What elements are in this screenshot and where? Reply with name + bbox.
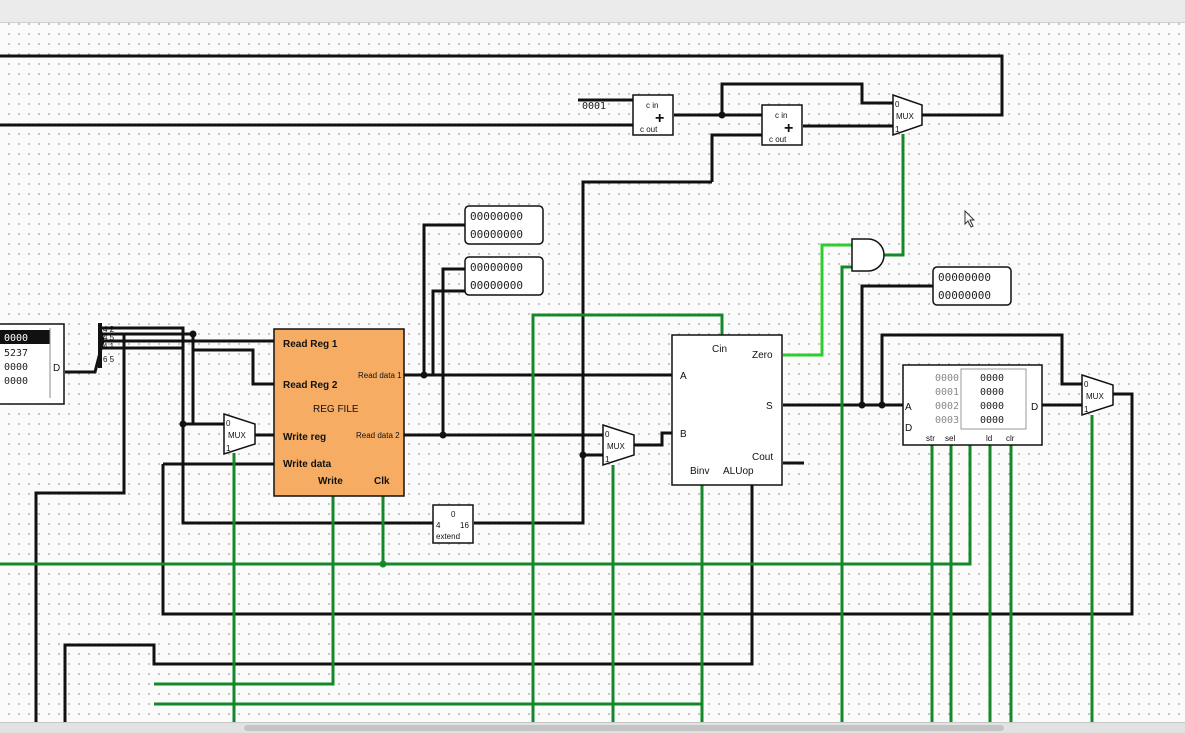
- svg-text:0: 0: [605, 430, 610, 439]
- svg-text:Binv: Binv: [690, 466, 709, 477]
- svg-text:Write reg: Write reg: [283, 432, 326, 443]
- svg-text:Write data: Write data: [283, 459, 332, 470]
- svg-text:ALUop: ALUop: [723, 466, 754, 477]
- svg-text:0001: 0001: [935, 387, 959, 398]
- svg-text:MUX: MUX: [1086, 392, 1104, 401]
- svg-text:sel: sel: [945, 434, 955, 443]
- svg-text:0002: 0002: [935, 401, 959, 412]
- svg-text:0000: 0000: [4, 333, 28, 344]
- svg-text:S: S: [766, 401, 773, 412]
- svg-text:D: D: [53, 363, 60, 374]
- svg-text:D: D: [1031, 402, 1038, 413]
- svg-text:A: A: [680, 371, 687, 382]
- svg-text:A: A: [905, 402, 912, 413]
- svg-text:c out: c out: [769, 135, 787, 144]
- sign-extend[interactable]: 0 4 16 extend: [432, 504, 474, 544]
- signal-wires: [0, 134, 1094, 723]
- horizontal-scrollbar[interactable]: [0, 722, 1185, 733]
- junction-dots: [179, 111, 886, 568]
- svg-text:1: 1: [605, 455, 610, 464]
- svg-text:0003: 0003: [935, 415, 959, 426]
- svg-text:00000000: 00000000: [470, 210, 523, 223]
- svg-text:0: 0: [1084, 380, 1089, 389]
- mux-alu-b[interactable]: 0 1 MUX: [602, 423, 635, 467]
- svg-text:Read Reg 2: Read Reg 2: [283, 380, 338, 391]
- probe-alu-result: 00000000 00000000: [932, 266, 1012, 306]
- svg-text:Read Reg 1: Read Reg 1: [283, 339, 338, 350]
- svg-text:B: B: [680, 429, 687, 440]
- svg-text:Read data 1: Read data 1: [358, 371, 402, 380]
- svg-text:extend: extend: [436, 532, 460, 541]
- svg-text:0000: 0000: [4, 362, 28, 373]
- svg-text:Cin: Cin: [712, 344, 727, 355]
- svg-text:Clk: Clk: [374, 476, 390, 487]
- svg-text:Write: Write: [318, 476, 343, 487]
- svg-text:0000: 0000: [980, 415, 1004, 426]
- svg-text:Cout: Cout: [752, 452, 773, 463]
- svg-text:0000: 0000: [935, 373, 959, 384]
- svg-text:MUX: MUX: [607, 442, 625, 451]
- svg-text:4 1: 4 1: [103, 342, 115, 351]
- svg-text:REG FILE: REG FILE: [313, 404, 359, 415]
- svg-text:5237: 5237: [4, 348, 28, 359]
- svg-text:ld: ld: [986, 434, 992, 443]
- svg-text:Zero: Zero: [752, 350, 773, 361]
- circuit-diagram[interactable]: 0001 c in c out + c in c out + 0 1 MUX 0…: [0, 23, 1185, 723]
- mux-pc-select[interactable]: 0 1 MUX: [892, 93, 923, 137]
- svg-text:MUX: MUX: [228, 431, 246, 440]
- instruction-memory[interactable]: 0000 5237 0000 0000 D: [0, 323, 65, 405]
- svg-text:00000000: 00000000: [470, 279, 523, 292]
- svg-text:4 2: 4 2: [103, 325, 115, 334]
- svg-text:Read data 2: Read data 2: [356, 431, 400, 440]
- mouse-cursor-icon: [964, 209, 976, 228]
- svg-text:clr: clr: [1006, 434, 1015, 443]
- register-file[interactable]: Read Reg 1 Read Reg 2 REG FILE Write reg…: [273, 328, 405, 497]
- svg-text:+: +: [655, 110, 664, 127]
- svg-text:D: D: [905, 423, 912, 434]
- svg-text:00000000: 00000000: [470, 228, 523, 241]
- svg-text:0000: 0000: [980, 373, 1004, 384]
- svg-text:c out: c out: [640, 125, 658, 134]
- instruction-splitter: 4 2 4 5 4 1 6 5: [98, 323, 115, 368]
- svg-text:0000: 0000: [980, 387, 1004, 398]
- scrollbar-thumb[interactable]: [244, 725, 1004, 731]
- svg-text:00000000: 00000000: [938, 271, 991, 284]
- alu[interactable]: Cin A B Zero S Cout Binv ALUop: [671, 334, 783, 486]
- svg-text:6 5: 6 5: [103, 355, 115, 364]
- probe-read-data-1: 00000000 00000000: [464, 205, 544, 245]
- svg-text:0000: 0000: [4, 376, 28, 387]
- probe-read-data-2: 00000000 00000000: [464, 256, 544, 296]
- svg-text:1: 1: [1084, 405, 1089, 414]
- constant-0001[interactable]: 0001: [582, 101, 606, 112]
- toolbar-strip: [0, 0, 1185, 23]
- adder-branch-target[interactable]: c in c out +: [761, 104, 803, 146]
- svg-text:0001: 0001: [582, 101, 606, 112]
- svg-text:MUX: MUX: [896, 112, 914, 121]
- svg-text:0: 0: [895, 100, 900, 109]
- svg-text:1: 1: [895, 125, 900, 134]
- svg-text:0: 0: [451, 510, 456, 519]
- svg-text:1: 1: [226, 444, 231, 453]
- circuit-canvas[interactable]: 0001 c in c out + c in c out + 0 1 MUX 0…: [0, 23, 1185, 732]
- svg-text:4: 4: [436, 521, 441, 530]
- mux-write-reg[interactable]: 0 1 MUX: [223, 412, 256, 456]
- svg-text:00000000: 00000000: [938, 289, 991, 302]
- and-gate-branch[interactable]: [851, 238, 885, 272]
- svg-text:0: 0: [226, 419, 231, 428]
- svg-text:str: str: [926, 434, 935, 443]
- svg-text:16: 16: [460, 521, 469, 530]
- svg-text:c in: c in: [646, 101, 658, 110]
- data-memory[interactable]: 0000 0001 0002 0003 0000 0000 0000 0000 …: [902, 364, 1043, 446]
- svg-text:4 5: 4 5: [103, 333, 115, 342]
- adder-pc-plus-one[interactable]: c in c out +: [632, 94, 674, 136]
- svg-text:c in: c in: [775, 111, 787, 120]
- mux-write-back[interactable]: 0 1 MUX: [1081, 373, 1114, 417]
- svg-text:+: +: [784, 120, 793, 137]
- svg-text:0000: 0000: [980, 401, 1004, 412]
- svg-text:00000000: 00000000: [470, 261, 523, 274]
